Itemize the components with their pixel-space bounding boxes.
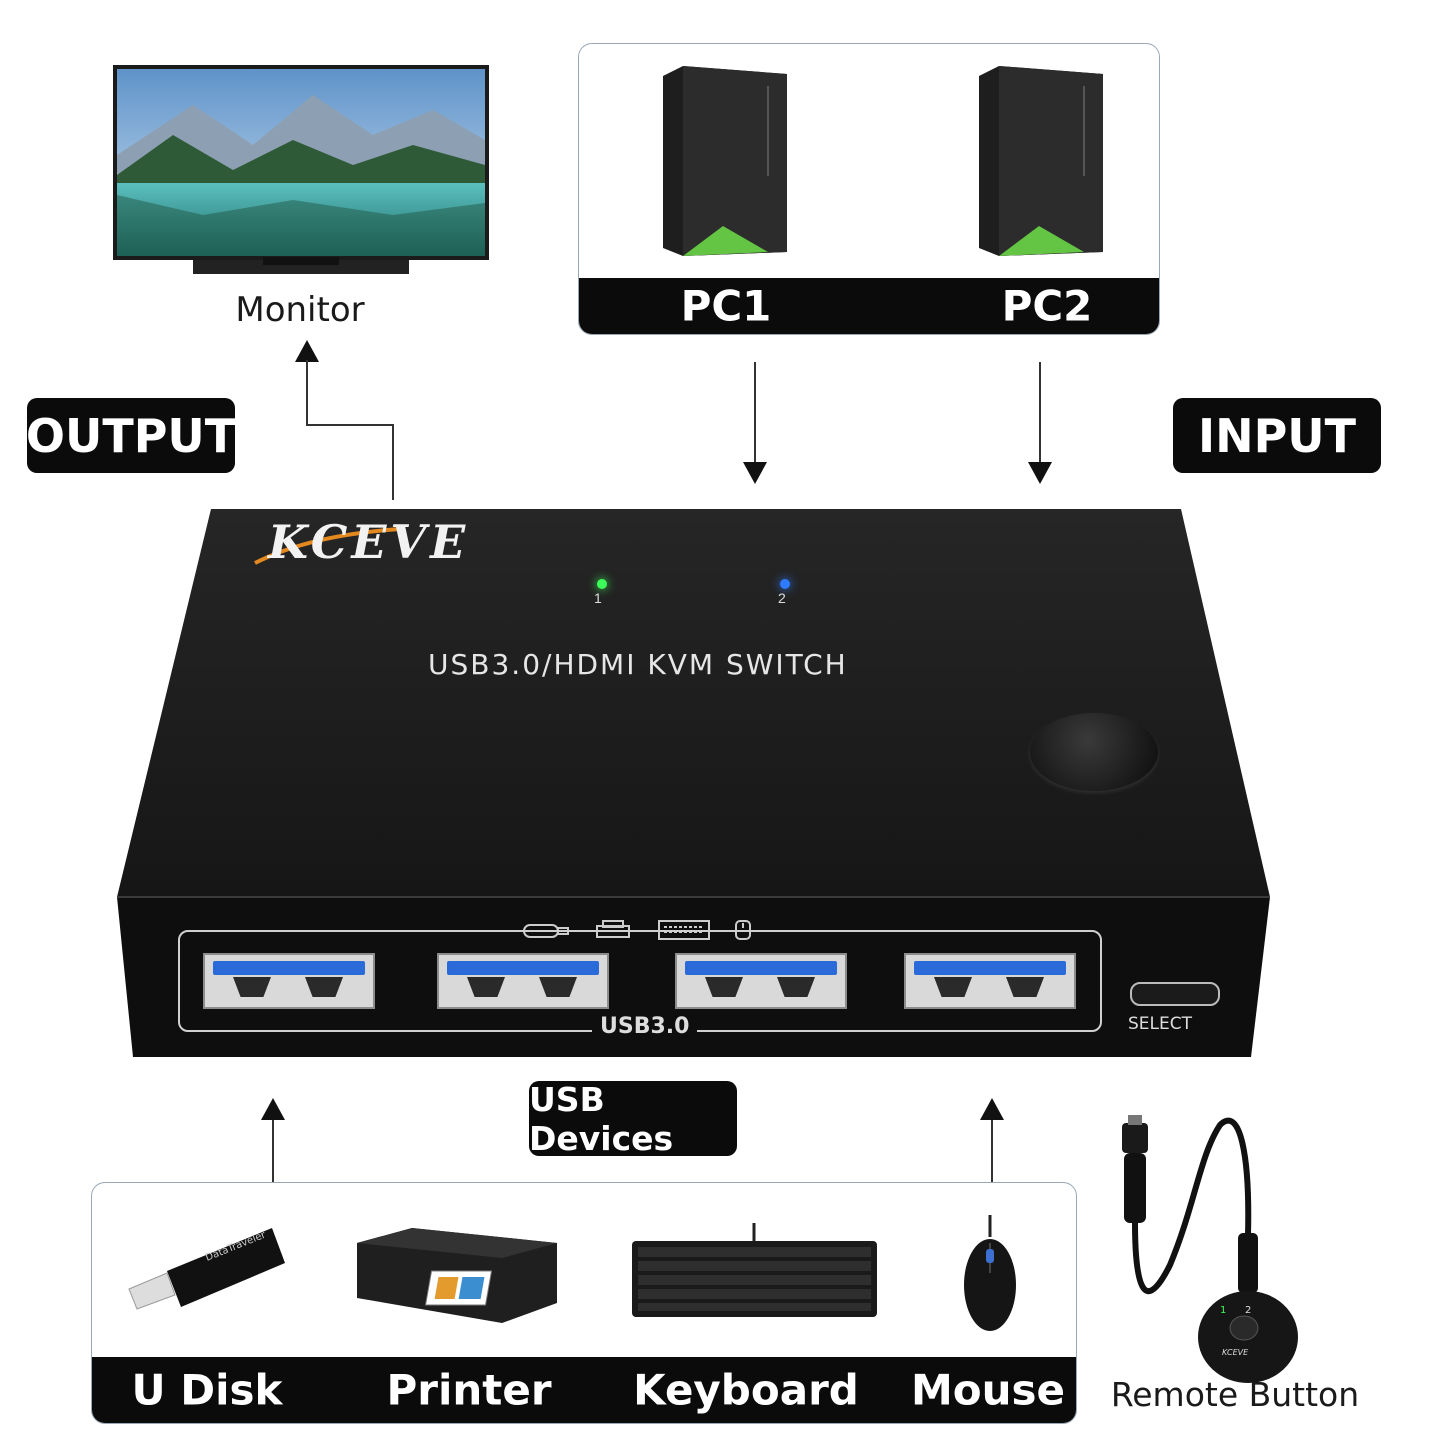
logo-swoosh xyxy=(254,527,401,565)
pcs-label-bar: PC1 PC2 xyxy=(579,278,1159,334)
select-port-label: SELECT xyxy=(1128,1014,1192,1034)
usb-device-label-printer: Printer xyxy=(386,1365,552,1415)
pc2-tower-image xyxy=(979,66,1103,256)
usb-left-arrow-line xyxy=(272,1120,274,1182)
usb-port-3[interactable] xyxy=(675,953,847,1009)
remote-brand-text: KCEVE xyxy=(1222,1348,1249,1357)
model-label: USB3.0/HDMI KVM SWITCH xyxy=(428,648,848,681)
pc1-arrow-line xyxy=(754,362,756,462)
usb-device-label-mouse: Mouse xyxy=(910,1365,1066,1415)
pc1-arrow-head xyxy=(743,462,767,484)
usb-port-2[interactable] xyxy=(437,953,609,1009)
output-tag: OUTPUT xyxy=(26,398,236,473)
pc2-label: PC2 xyxy=(1001,281,1093,331)
usb-right-arrow-head xyxy=(980,1098,1004,1120)
pc2-arrow-head xyxy=(1028,462,1052,484)
pc2-arrow-line xyxy=(1039,362,1041,462)
monitor-image xyxy=(113,65,489,282)
output-arrow-line-vertical xyxy=(306,360,308,425)
usb-devices-tag: USB Devices xyxy=(529,1080,737,1158)
brand-text: KCEVE xyxy=(268,515,470,569)
usb-port-1[interactable] xyxy=(203,953,375,1009)
led-2-icon xyxy=(780,579,790,589)
pc1-tower-image xyxy=(663,66,787,256)
printer-image xyxy=(357,1228,557,1323)
u-disk-image: DataTraveler xyxy=(128,1228,285,1310)
remote-label-1: 1 xyxy=(1220,1305,1226,1316)
remote-button-image: 1 2 KCEVE xyxy=(1122,1115,1298,1383)
usb-right-arrow-line xyxy=(991,1120,993,1182)
usb-port-4[interactable] xyxy=(904,953,1076,1009)
output-arrow-line-drop xyxy=(392,424,394,500)
led-2-label: 2 xyxy=(778,590,786,606)
input-tag: INPUT xyxy=(1173,398,1381,473)
remote-label-2: 2 xyxy=(1245,1305,1251,1316)
usb-devices-label-bar: U Disk Printer Keyboard Mouse xyxy=(92,1357,1076,1423)
output-arrow-line-horizontal xyxy=(306,424,394,426)
select-push-button[interactable] xyxy=(1030,713,1158,791)
pcs-panel: PC1 PC2 xyxy=(578,43,1160,335)
usb-device-label-u-disk: U Disk xyxy=(131,1365,283,1415)
monitor-caption: Monitor xyxy=(235,290,365,330)
select-port[interactable] xyxy=(1130,982,1220,1006)
led-1-icon xyxy=(597,579,607,589)
usb-left-arrow-head xyxy=(261,1098,285,1120)
led-1-label: 1 xyxy=(594,590,602,606)
mouse-image xyxy=(964,1215,1016,1331)
remote-button-caption: Remote Button xyxy=(1110,1375,1360,1414)
usb-label: USB3.0 xyxy=(592,1014,698,1039)
brand-logo: KCEVE xyxy=(250,515,640,575)
pc1-label: PC1 xyxy=(680,281,772,331)
keyboard-image xyxy=(632,1223,877,1317)
usb-devices-panel: DataTraveler U Disk Printer Keyboard Mou… xyxy=(91,1182,1077,1424)
output-arrow-head xyxy=(295,340,319,362)
usb-device-label-keyboard: Keyboard xyxy=(633,1365,859,1415)
